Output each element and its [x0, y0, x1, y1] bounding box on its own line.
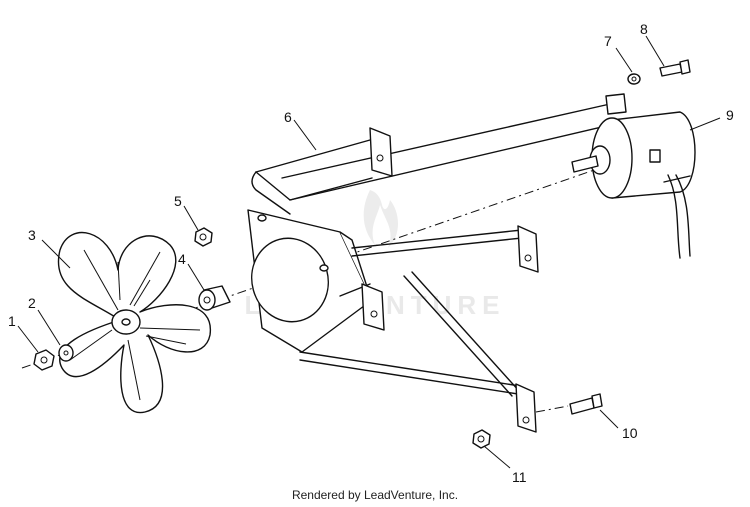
- footer-credit: Rendered by LeadVenture, Inc.: [291, 488, 459, 502]
- callout-10: 10: [622, 425, 638, 441]
- bracket-nut: [194, 227, 213, 247]
- callout-9: 9: [726, 107, 734, 123]
- callout-11: 11: [512, 469, 527, 485]
- fan-nut: [33, 349, 55, 371]
- callout-3: 3: [28, 227, 36, 243]
- fan-blade: [57, 231, 211, 414]
- bracket-nut-lower: [472, 429, 491, 449]
- fan-washer: [58, 344, 74, 362]
- fan-bracket: [247, 93, 627, 433]
- callout-6: 6: [284, 109, 292, 125]
- callout-5: 5: [174, 193, 182, 209]
- spacer: [198, 285, 231, 311]
- fan-motor: [571, 111, 696, 259]
- callout-1: 1: [8, 313, 16, 329]
- leader-lines: [17, 35, 721, 469]
- motor-bolt: [659, 59, 691, 77]
- callout-7: 7: [604, 33, 612, 49]
- watermark-logo: [363, 190, 398, 248]
- callout-4: 4: [178, 251, 186, 267]
- bracket-bolt: [535, 393, 603, 415]
- callout-8: 8: [640, 21, 648, 37]
- callout-2: 2: [28, 295, 36, 311]
- motor-washer: [627, 73, 641, 85]
